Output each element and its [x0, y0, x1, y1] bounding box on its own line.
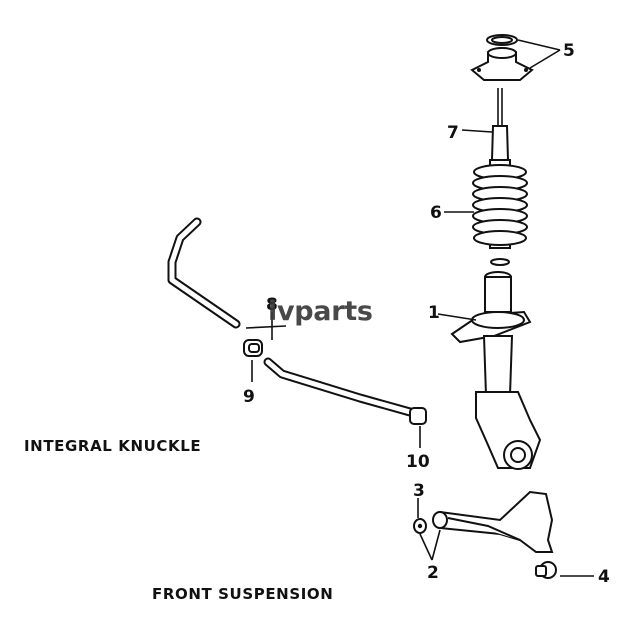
callout-7: 7	[447, 123, 459, 143]
front-suspension-caption: FRONT SUSPENSION	[152, 585, 334, 603]
bushing-part	[243, 339, 263, 357]
stabilizer-bar-part	[167, 217, 415, 417]
strut-knuckle-part	[450, 271, 542, 470]
callout-4: 4	[598, 567, 610, 587]
callout-3: 3	[413, 481, 425, 501]
callout-1: 1	[428, 303, 440, 323]
control-arm-part	[413, 490, 554, 553]
callout-5: 5	[563, 41, 575, 61]
ball-joint-part	[535, 561, 557, 579]
callout-10: 10	[406, 452, 430, 472]
callout-2: 2	[427, 563, 439, 583]
link-bushing-part	[409, 407, 427, 425]
integral-knuckle-caption: INTEGRAL KNUCKLE	[24, 437, 202, 455]
coil-spring-part	[472, 164, 528, 266]
watermark-logo: lvparts	[268, 296, 373, 327]
callout-9: 9	[243, 387, 255, 407]
callout-8: 8	[266, 295, 278, 315]
leader-lines	[245, 39, 594, 577]
callout-6: 6	[430, 203, 442, 223]
strut-mount-part	[470, 34, 534, 81]
